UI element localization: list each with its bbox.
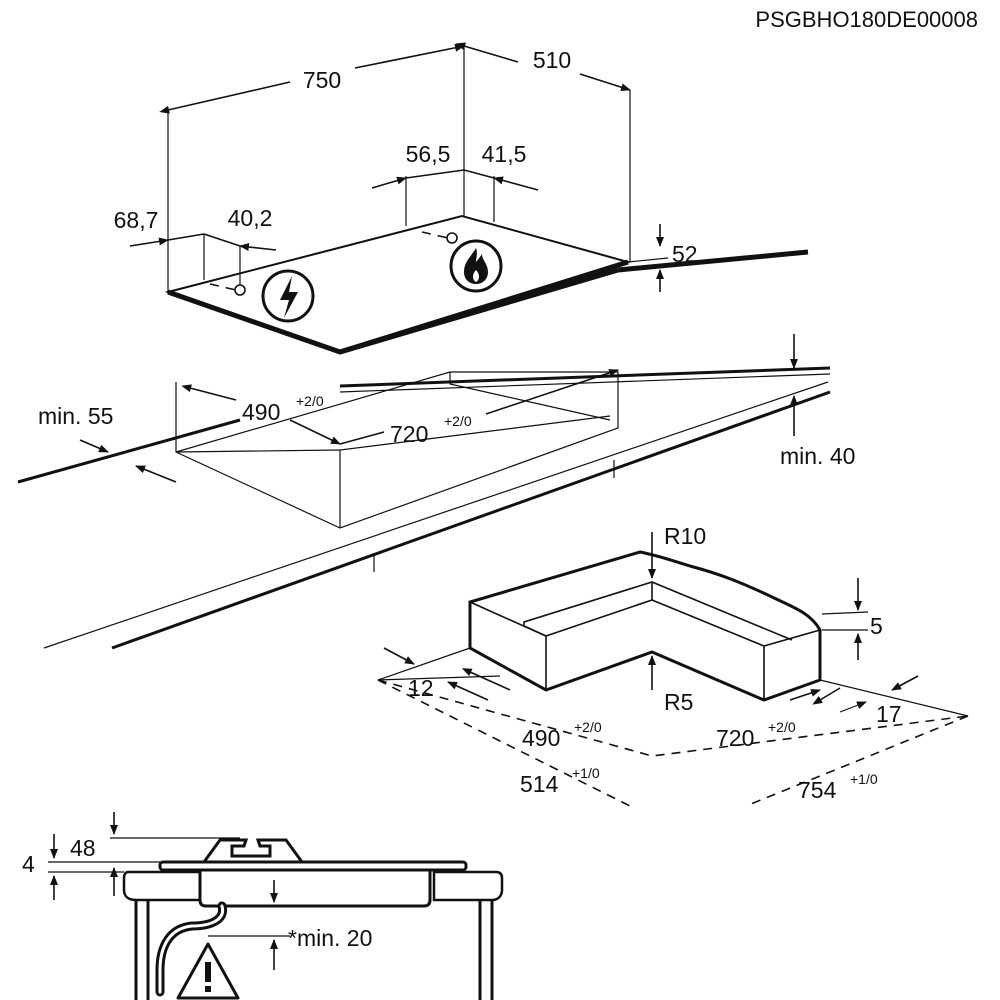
hob-glass [158,860,468,872]
dim-total-height: 48 [70,835,96,861]
dim-edge-right: 17 [876,701,902,727]
dim-edge-left: 12 [408,675,434,701]
dim-frame-inner-width-tol: +2/0 [768,719,796,735]
dim-cutout-depth-tol: +2/0 [296,393,324,409]
dim-bottom-clearance: *min. 20 [288,925,372,951]
dim-elec-offset-y: 40,2 [228,205,273,231]
dim-gas-offset-x: 56,5 [406,141,451,167]
lightning-bolt-icon [261,269,315,323]
dim-depth-510: 510 [533,47,571,73]
dim-frame-inner-depth: 490 [522,725,560,751]
dim-frame-outer-width-tol: +1/0 [850,771,878,787]
elec-connection-point [234,284,246,296]
dim-worktop-thickness: min. 40 [780,443,855,469]
dim-radius-outer: R10 [664,523,706,549]
dim-radius-inner: R5 [664,689,693,715]
dim-height-52: 52 [672,241,698,267]
cutout-opening [175,371,619,529]
dim-cutout-width-tol: +2/0 [444,413,472,429]
dim-lip: 5 [870,613,883,639]
dim-glass-thickness: 4 [22,851,35,877]
worktop-back-edge [17,418,241,484]
warning-triangle-icon [176,942,240,1000]
hob-view: 750 510 56,5 41,5 68,7 40,2 [114,42,809,355]
dim-frame-inner-depth-tol: +2/0 [574,719,602,735]
pan-support [202,838,304,863]
dim-cutout-depth: 490 [242,399,280,425]
countertop-line [617,249,809,273]
worktop-right [432,870,504,902]
dim-elec-offset-x: 68,7 [114,207,159,233]
worktop-front-edge [43,381,829,649]
dim-frame-inner-width: 720 [716,725,754,751]
dim-front-clearance: min. 55 [38,403,113,429]
dim-cutout-width: 720 [390,421,428,447]
worktop-left [122,870,202,902]
dim-width-750: 750 [303,67,341,93]
document-code: PSGBHO180DE00008 [755,7,978,32]
dim-frame-outer-width: 754 [798,777,837,803]
hob-body [198,870,432,908]
dim-frame-outer-depth: 514 [520,771,559,797]
flame-icon [449,239,503,293]
section-view: 48 4 *min. 20 [22,812,504,1000]
cutout-view: 490 +2/0 720 +2/0 min. 55 min. 40 [17,334,855,650]
frame-dashed-outline [377,679,969,757]
gas-connection-point [446,232,458,244]
dim-frame-outer-depth-tol: +1/0 [572,765,600,781]
dim-gas-offset-y: 41,5 [482,141,527,167]
frame-view: R10 R5 5 12 17 490 +2/0 720 +2/0 514 +1/… [377,523,969,807]
